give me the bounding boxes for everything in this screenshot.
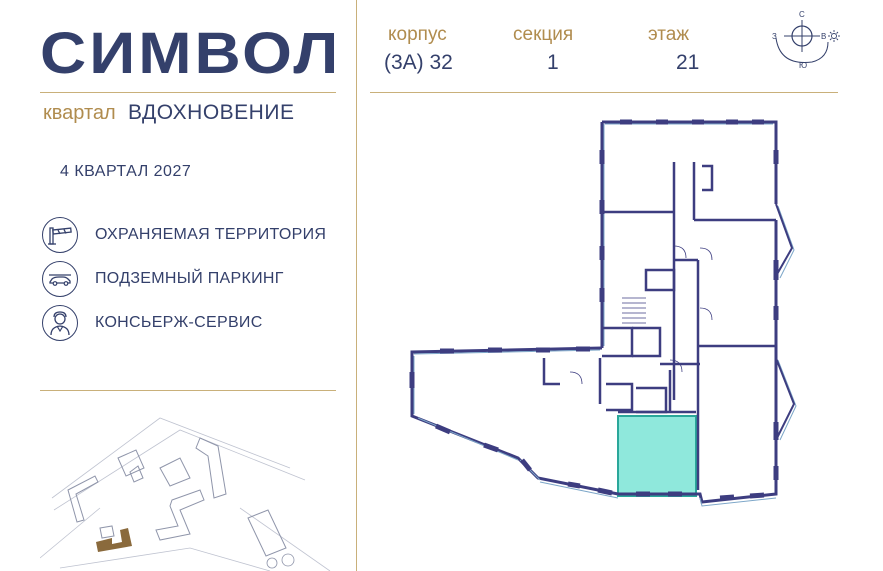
compass-icon: С Ю З В	[772, 10, 840, 70]
panel-separator	[356, 0, 357, 571]
floor-value: 21	[676, 51, 700, 74]
quarter-name: ВДОХНОВЕНИЕ	[128, 101, 295, 124]
floor-plan	[409, 119, 797, 507]
building-label: корпус	[388, 24, 447, 45]
feature-label: КОНСЬЕРЖ-СЕРВИС	[95, 314, 263, 331]
compass-north: С	[799, 10, 805, 19]
feature-parking: ПОДЗЕМНЫЙ ПАРКИНГ	[42, 261, 284, 297]
feature-label: ОХРАНЯЕМАЯ ТЕРРИТОРИЯ	[95, 226, 327, 243]
compass-south: Ю	[799, 61, 807, 70]
completion-date: 4 КВАРТАЛ 2027	[60, 163, 192, 180]
divider	[40, 92, 336, 93]
concierge-icon	[42, 305, 78, 341]
site-plan-map	[40, 417, 331, 571]
divider	[370, 92, 838, 93]
compass-east: В	[821, 32, 826, 41]
brand-logo: СИМВОЛ	[40, 19, 342, 87]
feature-security: ОХРАНЯЕМАЯ ТЕРРИТОРИЯ	[42, 217, 326, 253]
feature-concierge: КОНСЬЕРЖ-СЕРВИС	[42, 305, 263, 341]
quarter-label: квартал	[43, 102, 116, 124]
feature-label: ПОДЗЕМНЫЙ ПАРКИНГ	[95, 270, 284, 287]
barrier-icon	[42, 217, 78, 253]
selected-apartment[interactable]	[617, 415, 697, 497]
sun-icon	[828, 30, 840, 42]
section-label: секция	[513, 24, 574, 45]
compass-west: З	[772, 32, 777, 41]
divider	[40, 390, 336, 391]
floor-label: этаж	[648, 24, 690, 45]
car-icon	[42, 261, 78, 297]
building-value: (3А) 32	[384, 51, 453, 74]
section-value: 1	[547, 51, 559, 74]
